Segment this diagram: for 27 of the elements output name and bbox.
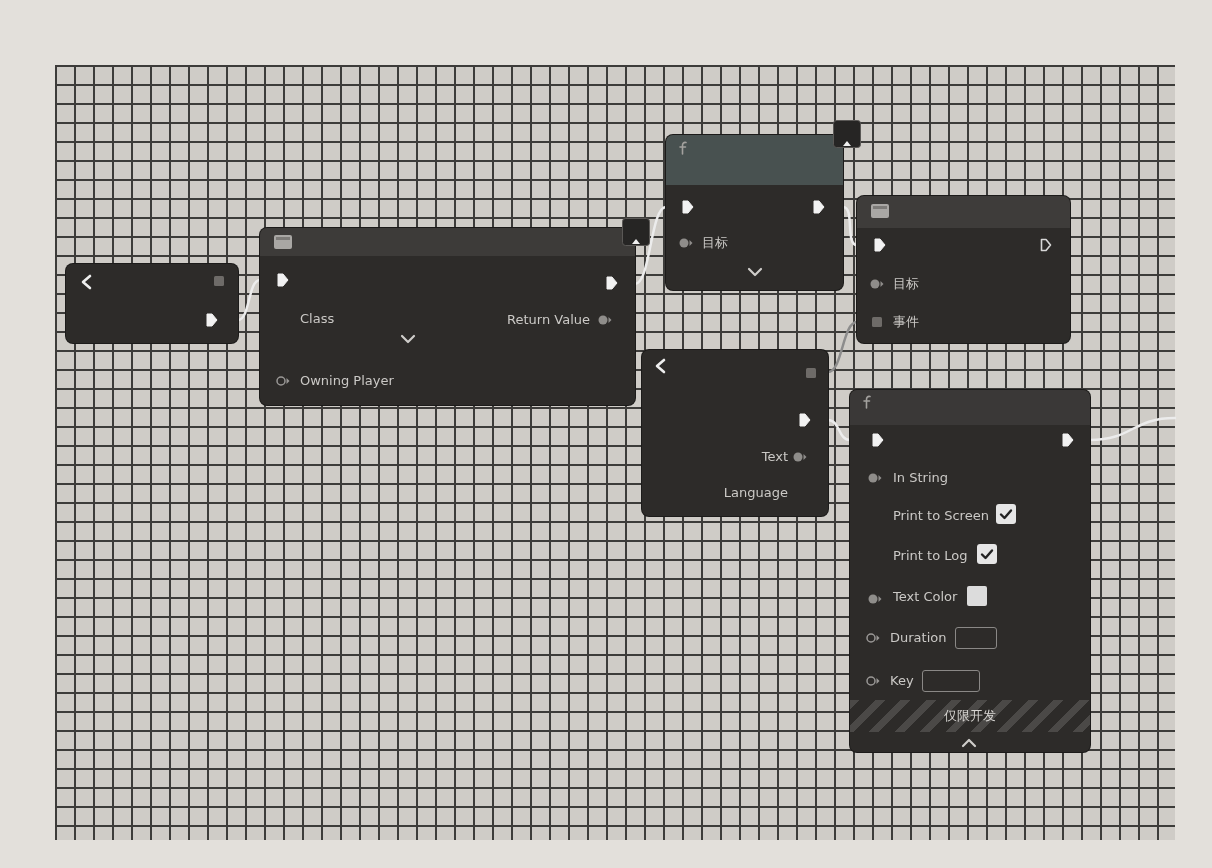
pin-label: 目标 bbox=[893, 276, 919, 292]
node-card bbox=[260, 228, 635, 405]
pin-label: Key bbox=[890, 673, 914, 689]
node-card bbox=[642, 350, 828, 516]
wire bbox=[826, 418, 852, 442]
node-card bbox=[850, 390, 1090, 752]
wire bbox=[1088, 416, 1177, 442]
wire bbox=[841, 205, 859, 247]
pin-label: 事件 bbox=[893, 314, 919, 330]
node-card bbox=[666, 135, 843, 290]
pin-label: Text bbox=[761, 449, 788, 465]
pin-label: Duration bbox=[890, 630, 947, 646]
pin-label: Language bbox=[723, 485, 788, 501]
striped-banner: 仅限开发 bbox=[850, 700, 1090, 732]
pin-label: Print to Log bbox=[893, 548, 968, 564]
pin-label: Text Color bbox=[893, 589, 958, 605]
pin-label: Class bbox=[300, 311, 335, 327]
wire bbox=[633, 205, 668, 286]
pin-label: Owning Player bbox=[300, 373, 394, 389]
wire bbox=[236, 278, 262, 322]
wire bbox=[826, 320, 859, 374]
pin-label: 目标 bbox=[702, 235, 728, 251]
pin-label: In String bbox=[893, 470, 948, 486]
pin-label: Return Value bbox=[507, 312, 590, 328]
pin-label: Print to Screen bbox=[893, 508, 989, 524]
node-card bbox=[66, 264, 238, 343]
node-card bbox=[857, 196, 1070, 343]
